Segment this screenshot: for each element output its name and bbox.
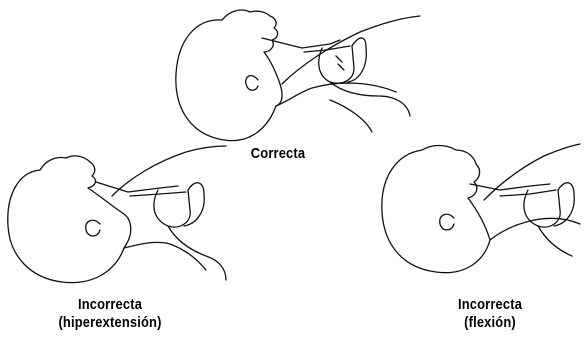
- label-flexion: Incorrecta (flexión): [430, 296, 550, 332]
- label-hyperextension: Incorrecta (hiperextensión): [24, 296, 196, 332]
- label-correct-text: Correcta: [226, 145, 329, 163]
- infant-hyperextension-illustration: [8, 146, 226, 283]
- label-flexion-line-2: (flexión): [430, 314, 550, 332]
- label-flexion-line-1: Incorrecta: [430, 296, 550, 314]
- infant-flexion-illustration: [382, 144, 580, 273]
- label-correct: Correcta: [226, 145, 329, 163]
- infant-correct-illustration: [176, 10, 420, 141]
- label-hyperextension-line-2: (hiperextensión): [24, 314, 196, 332]
- label-hyperextension-line-1: Incorrecta: [24, 296, 196, 314]
